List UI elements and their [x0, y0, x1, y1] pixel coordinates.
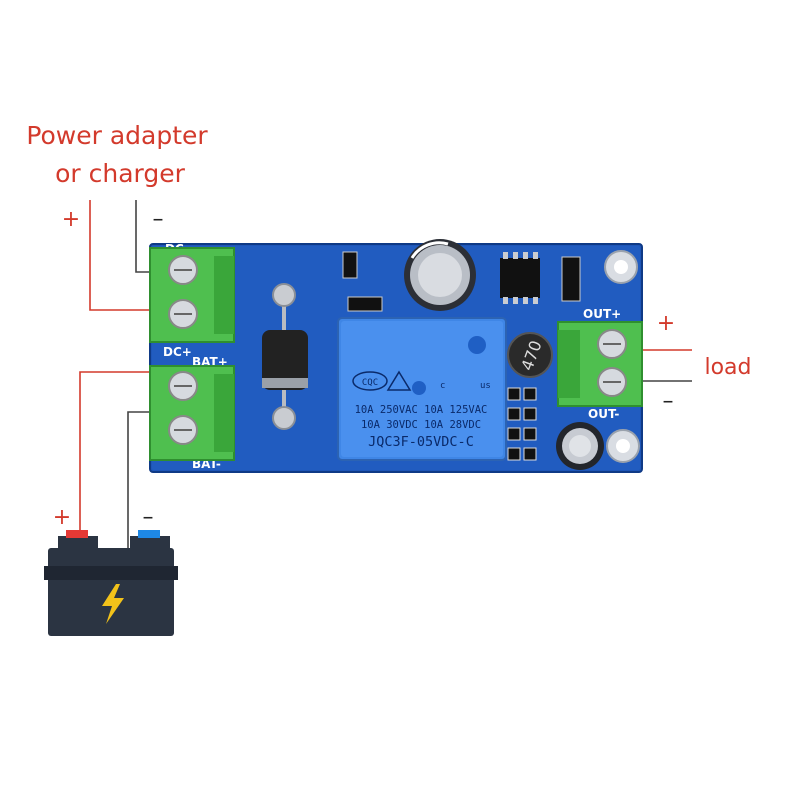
power-plus-wire	[89, 200, 152, 311]
battery-minus-sign: –	[143, 505, 154, 530]
terminal-dc	[149, 247, 235, 343]
relay-us-mark: us	[480, 381, 491, 391]
pcb-board: 470 CQC c us 10A 250VAC 10A 125VAC	[149, 239, 643, 473]
power-minus-sign: –	[153, 207, 164, 232]
smd-component	[342, 251, 358, 279]
smd-component	[347, 296, 383, 312]
relay-dot	[468, 336, 486, 354]
cqc-text: CQC	[362, 378, 378, 388]
relay-c-mark: c	[440, 381, 445, 391]
load-plus-sign: +	[657, 311, 675, 336]
load-label: load	[704, 355, 751, 380]
warning-triangle-icon	[386, 370, 412, 391]
smd-component	[561, 256, 581, 302]
wires	[79, 200, 692, 548]
power-plus-sign: +	[62, 207, 80, 232]
terminal-bat	[149, 365, 235, 461]
mounting-hole	[604, 250, 638, 284]
cqc-logo	[352, 371, 388, 391]
terminal-out	[557, 321, 643, 407]
capacitor-small	[556, 422, 604, 470]
out-plus-label: OUT+	[583, 307, 621, 321]
dc-plus-label: DC+	[163, 345, 192, 359]
load-minus-sign: –	[663, 389, 674, 414]
battery-minus-wire	[127, 411, 152, 548]
power-minus-wire	[135, 200, 152, 273]
relay-dot	[412, 381, 426, 395]
battery-plus-sign: +	[53, 505, 71, 530]
power-adapter-label: Power adapter	[26, 121, 208, 150]
battery-plus-wire	[79, 371, 152, 548]
out-minus-label: OUT-	[588, 407, 619, 421]
relay-rating-line1: 10A 250VAC 10A 125VAC	[355, 404, 488, 416]
charger-label: or charger	[55, 159, 186, 188]
relay-rating-line2: 10A 30VDC 10A 28VDC	[361, 419, 481, 431]
power-diode	[262, 283, 308, 430]
capacitor-large	[404, 239, 476, 311]
ic-chip	[500, 252, 540, 304]
relay-model: JQC3F-05VDC-C	[368, 434, 474, 450]
lightning-bolt-icon	[102, 584, 124, 624]
inductor: 470	[507, 332, 553, 378]
battery-icon	[44, 530, 178, 636]
relay: CQC c us 10A 250VAC 10A 125VAC 10A 30VDC…	[337, 317, 507, 461]
mounting-hole	[606, 429, 640, 463]
smd-resistors	[507, 387, 537, 461]
